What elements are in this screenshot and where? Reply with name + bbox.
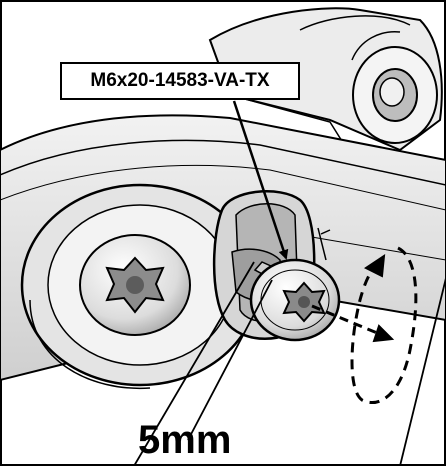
pivot-eye: [351, 31, 438, 144]
counterclockwise-arrow-icon: [350, 246, 418, 404]
torx-screw-icon: [249, 258, 341, 342]
leader-arrow: [232, 100, 289, 260]
part-number-label: M6x20-14583-VA-TX: [60, 62, 300, 100]
tool-size-label: 5mm: [138, 418, 232, 462]
hex-key-tool: [133, 261, 446, 466]
left-screw-head: [79, 234, 191, 336]
pull-out-arrow-icon: [311, 304, 395, 343]
